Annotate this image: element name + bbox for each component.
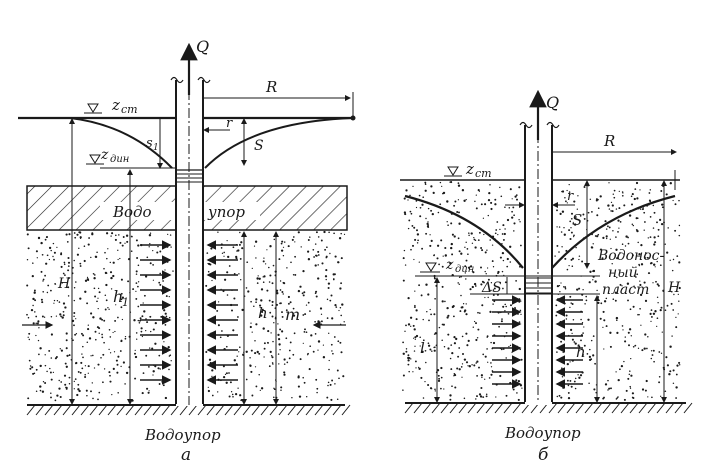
label-R-a: R bbox=[265, 78, 277, 96]
bottom-label-a: Водоупор bbox=[144, 426, 221, 444]
label-z-din-b: z bbox=[445, 257, 454, 273]
label-z-din-sub-b: дин bbox=[455, 264, 474, 275]
aquifer-label-3: пласт bbox=[602, 282, 649, 298]
aquifer-label-1: Водонос- bbox=[597, 248, 665, 264]
label-z-st-a: z bbox=[111, 96, 120, 114]
confining-label-left: Водо bbox=[112, 203, 152, 221]
label-z-din-a: z bbox=[100, 147, 109, 163]
label-r-b: r bbox=[567, 189, 574, 204]
depression-cone-a-right bbox=[204, 117, 353, 169]
label-r-a: r bbox=[226, 116, 233, 131]
caption-a: а bbox=[181, 445, 191, 465]
depression-cone-b-left bbox=[404, 194, 524, 269]
aquifer-label-2: ный bbox=[608, 265, 638, 281]
label-z-din-sub-a: дин bbox=[110, 154, 129, 165]
label-S-b: S bbox=[572, 211, 582, 229]
label-q-b: Q bbox=[546, 93, 559, 112]
depression-cone-a-left bbox=[69, 117, 173, 169]
caption-b: б bbox=[538, 445, 549, 465]
label-H-a: H bbox=[57, 276, 71, 292]
label-q-a: Q bbox=[196, 37, 209, 56]
label-s1-a: s bbox=[146, 136, 153, 151]
label-m-a: m bbox=[285, 305, 300, 324]
label-h1-a: h bbox=[113, 287, 123, 306]
flow-arrows-a bbox=[140, 240, 238, 385]
label-H-b: H bbox=[667, 280, 681, 296]
label-dS-b: ΔS bbox=[481, 280, 502, 296]
label-R-b: R bbox=[603, 132, 615, 150]
figure-a: Q R z cm z дин s 1 S r H bbox=[18, 37, 356, 465]
label-h-a: h bbox=[258, 304, 268, 322]
label-z-st-sub-a: cm bbox=[121, 103, 138, 116]
label-z-st-b: z bbox=[465, 160, 474, 178]
figure-b: Q R z cm r S z дин ΔS Водонос- ный пласт bbox=[400, 89, 693, 465]
confining-label-right: упор bbox=[207, 203, 245, 221]
label-l-b: l bbox=[420, 339, 425, 357]
label-s-a: S bbox=[254, 138, 264, 154]
aquifer-sand-a bbox=[26, 230, 346, 402]
flow-arrows-b bbox=[492, 295, 583, 389]
label-s1-sub-a: 1 bbox=[153, 143, 159, 153]
label-h1-sub-a: 1 bbox=[122, 296, 129, 309]
label-z-st-sub-b: cm bbox=[475, 167, 492, 180]
bottom-label-b: Водоупор bbox=[504, 424, 581, 442]
base-hatch-a bbox=[26, 404, 351, 416]
label-h-b: h bbox=[576, 343, 586, 361]
depression-cone-b-right bbox=[551, 194, 676, 269]
